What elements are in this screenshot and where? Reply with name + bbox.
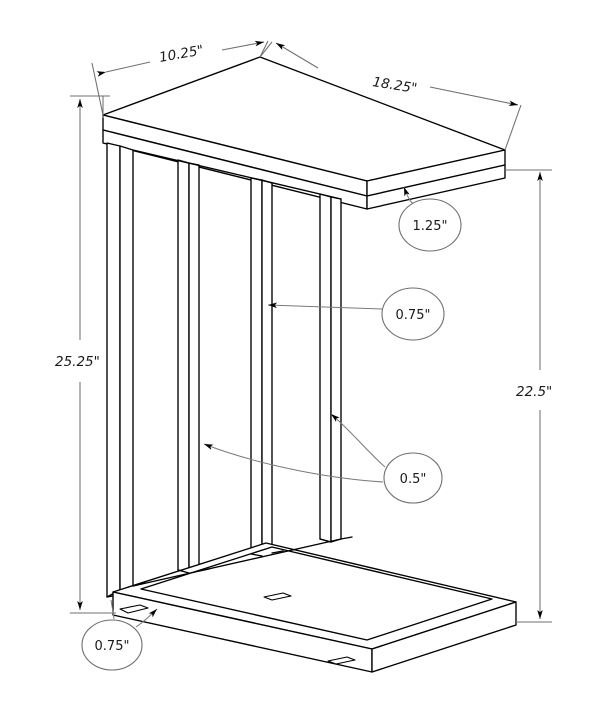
dimension-clearance-height: 22.5" <box>505 169 552 623</box>
table-geometry <box>102 56 517 673</box>
left-upright-front-face <box>106 142 121 598</box>
callout-3-leader-upper <box>330 413 386 468</box>
width-ext-line-a <box>259 41 273 58</box>
floor-glide-front-left <box>119 604 149 614</box>
callout-top-thickness: 1.25" <box>398 186 462 252</box>
callout-4-leader-b <box>135 608 158 628</box>
callout-1-label: 1.25" <box>413 219 448 234</box>
third-upright-front-face <box>250 177 263 557</box>
overall-height-dimension-label: 25.25" <box>55 354 100 370</box>
base-right-edge <box>371 601 517 673</box>
second-upright-front-face <box>177 159 190 574</box>
callout-3-circle <box>383 452 443 504</box>
callout-4-leader-a <box>110 599 115 620</box>
second-upright-side-face <box>188 162 200 574</box>
table-top-under-lip-right <box>366 164 506 210</box>
callout-4-label: 0.75" <box>95 639 130 654</box>
base-inner-recess <box>140 546 493 641</box>
depth-ext-line-b <box>259 40 269 58</box>
callout-3-leader-lower <box>203 443 384 483</box>
floor-glide-front-right <box>327 656 356 665</box>
depth-dim-line-left <box>96 61 151 77</box>
width-ext-line-b <box>504 104 522 151</box>
clearance-height-dimension-label: 22.5" <box>516 384 552 400</box>
callout-3-label: 0.5" <box>400 472 427 487</box>
callout-2-leader <box>267 302 383 310</box>
floor-glide-mid <box>263 592 292 601</box>
callout-4-circle <box>81 619 143 671</box>
dimension-depth: 10.25" <box>91 40 269 116</box>
width-dimension-label: 18.25" <box>371 74 418 97</box>
callout-2-circle <box>381 287 445 341</box>
callout-upright-width: 0.75" <box>267 287 445 341</box>
rear-top-rail <box>132 149 342 200</box>
callout-2-label: 0.75" <box>396 308 431 323</box>
depth-dimension-label: 10.25" <box>158 42 205 66</box>
fourth-upright-front-face <box>319 193 332 543</box>
fourth-upright-side-face <box>330 196 342 543</box>
left-upright-side-face <box>119 145 134 591</box>
width-dim-line-right <box>429 86 519 106</box>
table-top-surface <box>102 56 506 182</box>
depth-ext-line-a <box>91 62 104 116</box>
callout-frame-thickness: 0.5" <box>203 413 443 504</box>
width-dim-line-left <box>275 42 319 69</box>
callout-base-thickness: 0.75" <box>81 599 158 671</box>
dimension-width: 18.25" <box>259 41 522 151</box>
depth-dim-line-right <box>221 40 265 51</box>
base-rear-rail <box>132 538 342 587</box>
third-upright-side-face <box>261 179 273 557</box>
dimension-overall-height: 25.25" <box>55 95 116 614</box>
callout-1-circle <box>398 198 462 252</box>
